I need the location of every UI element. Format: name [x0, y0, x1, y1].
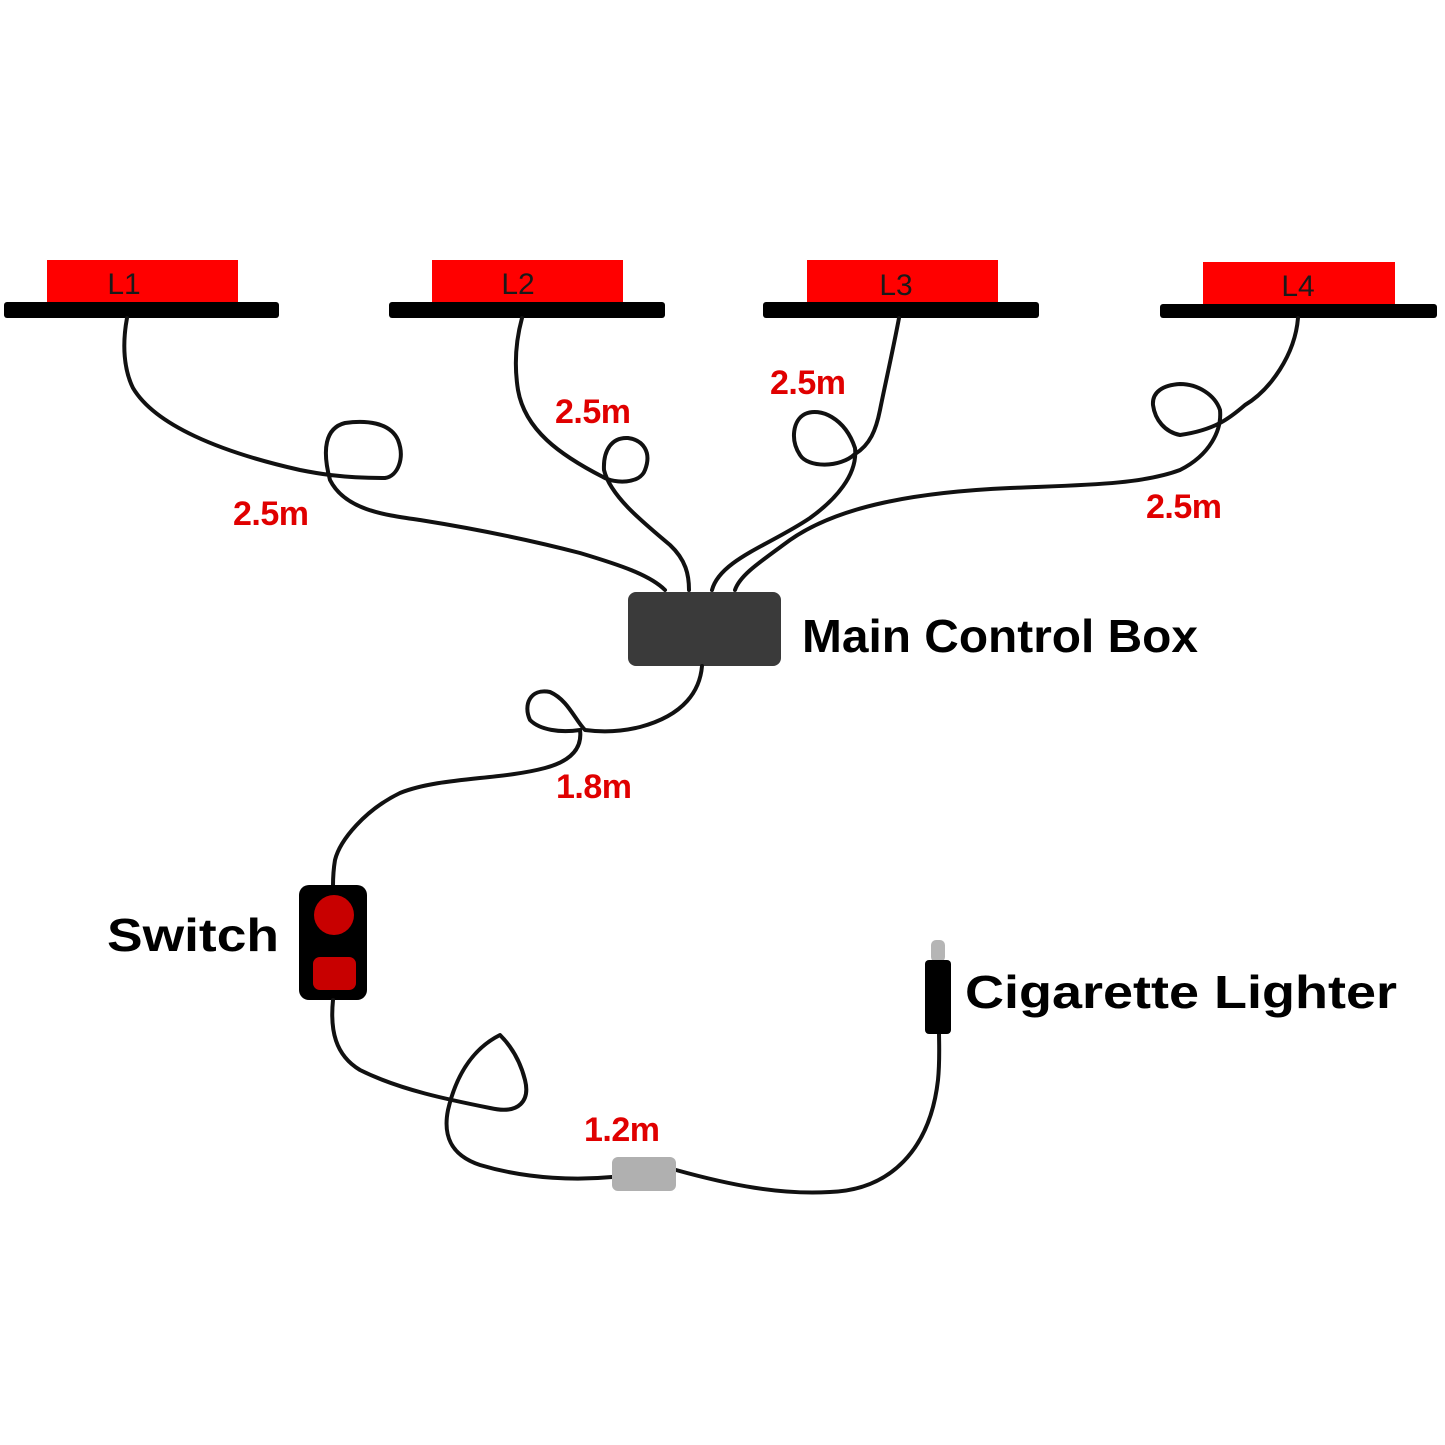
light-l3: L3 — [763, 260, 1039, 318]
wire-l3 — [710, 316, 901, 592]
light-l1-label: L1 — [107, 268, 140, 301]
light-l2-base — [389, 302, 665, 318]
light-l3-base — [763, 302, 1039, 318]
wire-l4 — [733, 316, 1300, 592]
light-l4-lens — [1203, 262, 1395, 304]
length-label-l2: 2.5m — [555, 393, 631, 431]
light-l1: L1 — [4, 260, 279, 318]
wire-fuse-to-plug — [674, 1028, 942, 1195]
fuse-holder — [612, 1157, 676, 1191]
wire-switch-to-fuse — [330, 998, 614, 1181]
light-l3-label: L3 — [879, 269, 912, 302]
length-label-l1: 2.5m — [233, 495, 309, 533]
length-label-l4: 2.5m — [1146, 488, 1222, 526]
wire-l1 — [122, 316, 667, 592]
light-l4-label: L4 — [1281, 270, 1314, 303]
length-label-switch: 1.2m — [584, 1111, 660, 1149]
light-l4-base — [1160, 304, 1437, 318]
light-l4: L4 — [1160, 262, 1437, 318]
light-l2-lens — [432, 260, 623, 302]
control-box — [628, 592, 781, 666]
switch-label: Switch — [107, 909, 279, 961]
plug-body — [925, 960, 951, 1034]
control-box-label: Main Control Box — [802, 610, 1198, 662]
length-label-control-box: 1.8m — [556, 768, 632, 806]
light-l1-lens — [47, 260, 238, 302]
cigarette-lighter-plug[interactable] — [925, 940, 951, 1034]
light-l3-lens — [807, 260, 998, 302]
plug-tip — [931, 940, 945, 962]
switch-button-square[interactable] — [313, 957, 356, 990]
light-l2: L2 — [389, 260, 665, 318]
wire-control-to-switch — [331, 664, 704, 888]
light-l2-label: L2 — [501, 268, 534, 301]
light-l1-base — [4, 302, 279, 318]
switch-button-round[interactable] — [314, 895, 354, 935]
switch[interactable] — [299, 885, 367, 1000]
wire-l2 — [513, 316, 691, 592]
cigarette-lighter-label: Cigarette Lighter — [965, 966, 1397, 1018]
length-label-l3: 2.5m — [770, 364, 846, 402]
